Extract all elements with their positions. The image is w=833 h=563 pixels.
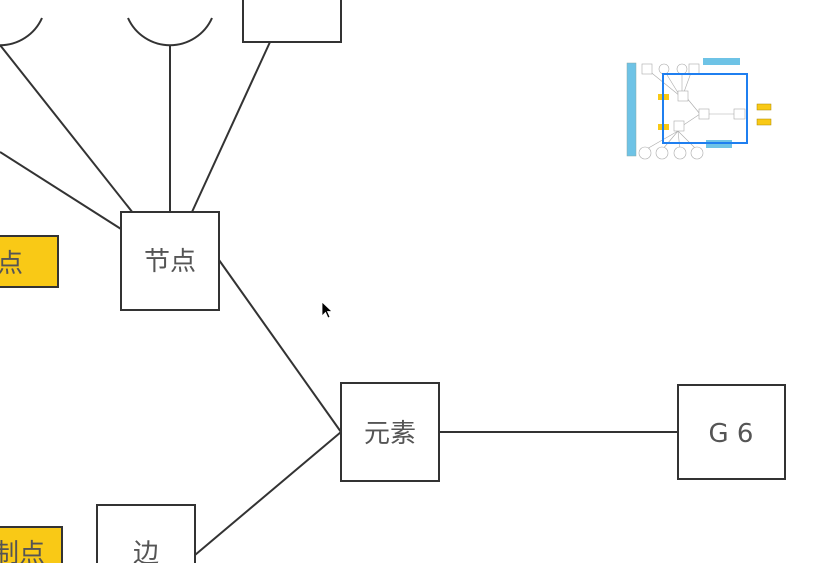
- node-bian[interactable]: 边: [96, 504, 196, 563]
- node-g6[interactable]: G 6: [677, 384, 786, 480]
- yellow-label-bottom[interactable]: 制点: [0, 526, 63, 563]
- node-yuansu[interactable]: 元素: [340, 382, 440, 482]
- edge-line: [0, 151, 122, 230]
- edge-line: [191, 41, 271, 213]
- circle-node[interactable]: [0, 17, 43, 47]
- rect-node[interactable]: [242, 0, 342, 43]
- mouse-cursor-icon: [321, 301, 334, 319]
- minimap-viewport[interactable]: [662, 73, 748, 144]
- edge-line: [194, 431, 342, 556]
- node-label: 节点: [144, 247, 196, 277]
- edge-line: [0, 44, 134, 214]
- yellow-label-text: 点: [0, 249, 23, 279]
- edge-line: [218, 259, 342, 433]
- minimap[interactable]: [626, 58, 772, 160]
- node-label: G 6: [709, 419, 754, 449]
- yellow-label-text: 制点: [0, 539, 45, 563]
- node-jiedian[interactable]: 节点: [120, 211, 220, 311]
- yellow-label-top[interactable]: 点: [0, 235, 59, 288]
- circle-node[interactable]: [127, 17, 213, 47]
- node-label: 元素: [364, 419, 416, 449]
- node-label: 边: [133, 539, 159, 563]
